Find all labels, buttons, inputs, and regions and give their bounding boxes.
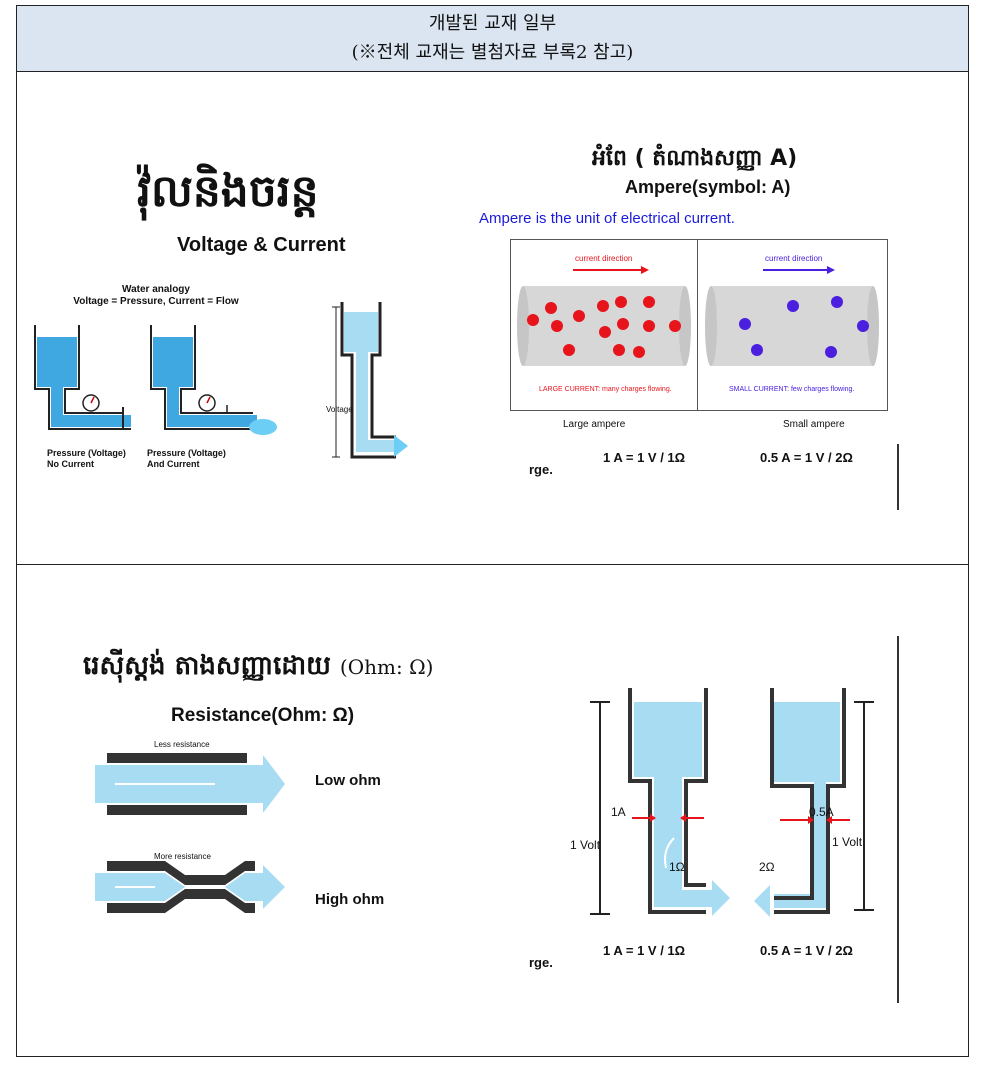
small-current-caption: SMALL CURRENT: few charges flowing. xyxy=(729,386,855,393)
equation-05a: 0.5 A = 1 V / 2Ω xyxy=(760,450,853,465)
khmer-ampere-title: អំពែ ( តំណាងសញ្ញា A) xyxy=(592,146,798,171)
voltage-column-illustration xyxy=(332,302,408,459)
ampere-title: Ampere(symbol: A) xyxy=(625,177,791,197)
voltage-current-title: Voltage & Current xyxy=(177,234,346,256)
figure-divider xyxy=(697,240,698,410)
header-subtitle: (※전체 교재는 별첨자료 부록2 참고) xyxy=(351,42,634,63)
tank1-label-b: No Current xyxy=(47,459,94,469)
large-current-caption: LARGE CURRENT: many charges flowing. xyxy=(539,386,672,393)
tank1-label: Pressure (Voltage) No Current xyxy=(47,448,126,470)
high-ohm-label: High ohm xyxy=(315,891,385,908)
header-title: 개발된 교재 일부 xyxy=(428,13,557,34)
analogy-subtitle: Voltage = Pressure, Current = Flow xyxy=(73,296,239,307)
tank2-label-a: Pressure (Voltage) xyxy=(147,448,226,458)
less-resistance-label: Less resistance xyxy=(154,740,210,749)
charge-flow-drawing xyxy=(517,266,879,366)
resistance-pipes-illustration xyxy=(95,753,285,913)
equation-1a-2: 1 A = 1 V / 1Ω xyxy=(603,943,686,958)
khmer-resistance-title: រេស៊ីស្តង់ តាងសញ្ញាដោយ (Ohm: Ω) xyxy=(83,649,433,687)
ampere-comparison-figure: current direction current direction xyxy=(510,239,888,411)
document-table: 개발된 교재 일부 (※전체 교재는 별첨자료 부록2 참고) វ៉ុលនិងច… xyxy=(16,5,969,1057)
ohm-right-label: 2Ω xyxy=(759,860,775,874)
voltage-axis-label: Voltage xyxy=(326,405,353,414)
truncated-text-rge-2: rge. xyxy=(529,955,553,970)
vertical-rule-2 xyxy=(897,636,899,1003)
khmer-voltage-title: វ៉ុលនិងចរន្ត xyxy=(137,166,319,217)
ampere-description: Ampere is the unit of electrical current… xyxy=(479,210,735,227)
large-ampere-label: Large ampere xyxy=(563,419,626,430)
table-header: 개발된 교재 일부 (※전체 교재는 별첨자료 부록2 참고) xyxy=(17,6,968,72)
water-analogy-caption: Water analogy Voltage = Pressure, Curren… xyxy=(31,284,281,308)
amp-left-label: 1A xyxy=(611,805,626,819)
volt-right-label: 1 Volt xyxy=(832,835,863,849)
truncated-text-rge: rge. xyxy=(529,462,553,477)
small-ampere-label: Small ampere xyxy=(783,419,845,430)
voltage-current-section: វ៉ុលនិងចរន្ត Voltage & Current Water ana… xyxy=(17,72,968,565)
ohm-suffix: (Ohm: Ω) xyxy=(339,655,434,679)
resistance-title: Resistance(Ohm: Ω) xyxy=(171,705,355,726)
more-resistance-label: More resistance xyxy=(154,852,211,861)
low-ohm-label: Low ohm xyxy=(315,772,381,789)
tank2-label-b: And Current xyxy=(147,459,200,469)
equation-1a: 1 A = 1 V / 1Ω xyxy=(603,450,686,465)
current-direction-left: current direction xyxy=(575,254,633,263)
ohm-left-label: 1Ω xyxy=(669,860,685,874)
equation-05a-2: 0.5 A = 1 V / 2Ω xyxy=(760,943,853,958)
tank1-label-a: Pressure (Voltage) xyxy=(47,448,126,458)
amp-right-label: 0.5A xyxy=(809,805,834,819)
vertical-rule xyxy=(897,444,899,510)
khmer-resistance-text: រេស៊ីស្តង់ តាងសញ្ញាដោយ xyxy=(83,651,331,681)
analogy-title: Water analogy xyxy=(122,284,190,295)
tank2-label: Pressure (Voltage) And Current xyxy=(147,448,226,470)
water-tanks-illustration xyxy=(34,325,277,435)
resistance-section: រេស៊ីស្តង់ តាងសញ្ញាដោយ (Ohm: Ω) Resistan… xyxy=(17,565,968,1056)
ohm-law-tanks-illustration xyxy=(590,688,874,917)
current-direction-right: current direction xyxy=(765,254,823,263)
volt-left-label: 1 Volt xyxy=(570,838,601,852)
